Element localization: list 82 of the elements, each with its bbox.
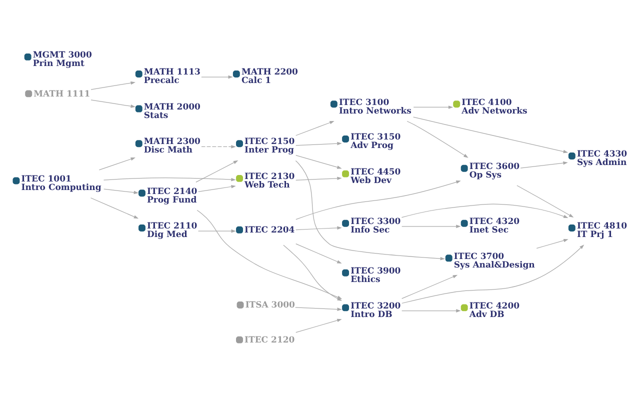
node-label: Intro Computing xyxy=(21,182,102,192)
arrow xyxy=(406,120,468,158)
arrow xyxy=(295,160,446,260)
arrow xyxy=(196,160,238,182)
node-label: Prin Mgmt xyxy=(32,58,84,69)
node-label: Adv Networks xyxy=(462,106,528,116)
node-label: ITEC 3150 xyxy=(350,132,401,142)
node-label: Inter Prog xyxy=(244,145,294,156)
arrow xyxy=(402,224,461,228)
node-label: MATH 2000 xyxy=(144,102,200,112)
node-label: ITEC 2204 xyxy=(244,224,295,235)
node-label: Ethics xyxy=(350,274,380,284)
node-label: MATH 1111 xyxy=(34,88,90,99)
arrow xyxy=(198,228,236,232)
node-label: ITEC 4200 xyxy=(469,300,520,311)
node-label: ITEC 3100 xyxy=(338,97,390,108)
node-label: Op Sys xyxy=(469,170,502,180)
node-label: ITEC 3300 xyxy=(350,216,401,226)
arrow xyxy=(413,105,454,108)
node-label: IT Prj 1 xyxy=(576,230,614,240)
node-label: ITEC 3600 xyxy=(469,162,520,172)
node-label: Stats xyxy=(144,110,168,120)
node-label: Dig Med xyxy=(147,230,188,240)
node-label: Prog Fund xyxy=(147,194,197,205)
node-label: ITEC 4100 xyxy=(462,97,512,108)
arrow xyxy=(90,197,139,218)
node-label: Adv DB xyxy=(469,309,504,320)
arrow xyxy=(295,306,342,310)
arrow xyxy=(402,308,461,312)
arrow xyxy=(401,203,568,218)
arrow xyxy=(201,74,233,78)
node-label: Calc 1 xyxy=(241,76,272,86)
node-label: Web Tech xyxy=(244,180,290,190)
arrow xyxy=(201,144,236,148)
node-label: MGMT 3000 xyxy=(32,50,92,60)
node-label: ITEC 2110 xyxy=(147,221,198,232)
arrow xyxy=(402,274,458,298)
node-label: ITEC 2130 xyxy=(244,172,295,182)
arrow xyxy=(536,238,568,248)
node-label: ITEC 3700 xyxy=(454,251,504,262)
node-label: ITEC 2120 xyxy=(244,334,295,345)
arrow xyxy=(296,180,461,220)
node-label: Intro Networks xyxy=(338,106,412,116)
node-label: ITEC 4810 xyxy=(576,221,628,232)
node-label: ITEC 4320 xyxy=(469,216,520,226)
node-label: ITEC 1001 xyxy=(21,174,72,184)
arrow xyxy=(296,226,342,230)
arrow xyxy=(296,176,342,180)
node-label: MATH 2200 xyxy=(241,67,298,78)
node-label: MATH 2300 xyxy=(144,136,200,147)
arrow xyxy=(296,141,342,146)
node-label: ITEC 2140 xyxy=(147,186,198,196)
arrow xyxy=(90,80,136,90)
node-label: Web Dev xyxy=(350,175,392,186)
arrow xyxy=(90,99,136,108)
arrow xyxy=(103,176,236,181)
node-label: ITSA 3000 xyxy=(245,300,295,310)
node-label: ITEC 3200 xyxy=(350,300,401,311)
arrow xyxy=(98,156,136,170)
arrow xyxy=(413,116,568,153)
arrow xyxy=(296,154,342,168)
arrow xyxy=(520,160,568,168)
node-label: Sys Anal&Design xyxy=(454,260,535,270)
arrow xyxy=(296,120,334,136)
arrow xyxy=(296,318,342,332)
arrow xyxy=(402,244,584,304)
arrow xyxy=(104,188,139,194)
node-label: ITEC 4330 xyxy=(576,149,628,160)
node-label: Sys Admin xyxy=(576,158,627,168)
node-label: Inet Sec xyxy=(469,224,509,235)
node-label: ITEC 4450 xyxy=(350,166,401,177)
node-label: Info Sec xyxy=(350,224,390,235)
arrow xyxy=(296,243,342,264)
node-label: ITEC 3900 xyxy=(350,266,401,276)
node-label: Intro DB xyxy=(350,309,392,320)
node-label: Disc Math xyxy=(144,145,192,156)
node-label: Precalc xyxy=(144,76,180,86)
arrow xyxy=(516,184,574,218)
node-label: MATH 1113 xyxy=(144,67,200,78)
node-label: Adv Prog xyxy=(350,140,394,151)
arrow xyxy=(198,184,236,192)
node-label: ITEC 2150 xyxy=(244,136,295,147)
